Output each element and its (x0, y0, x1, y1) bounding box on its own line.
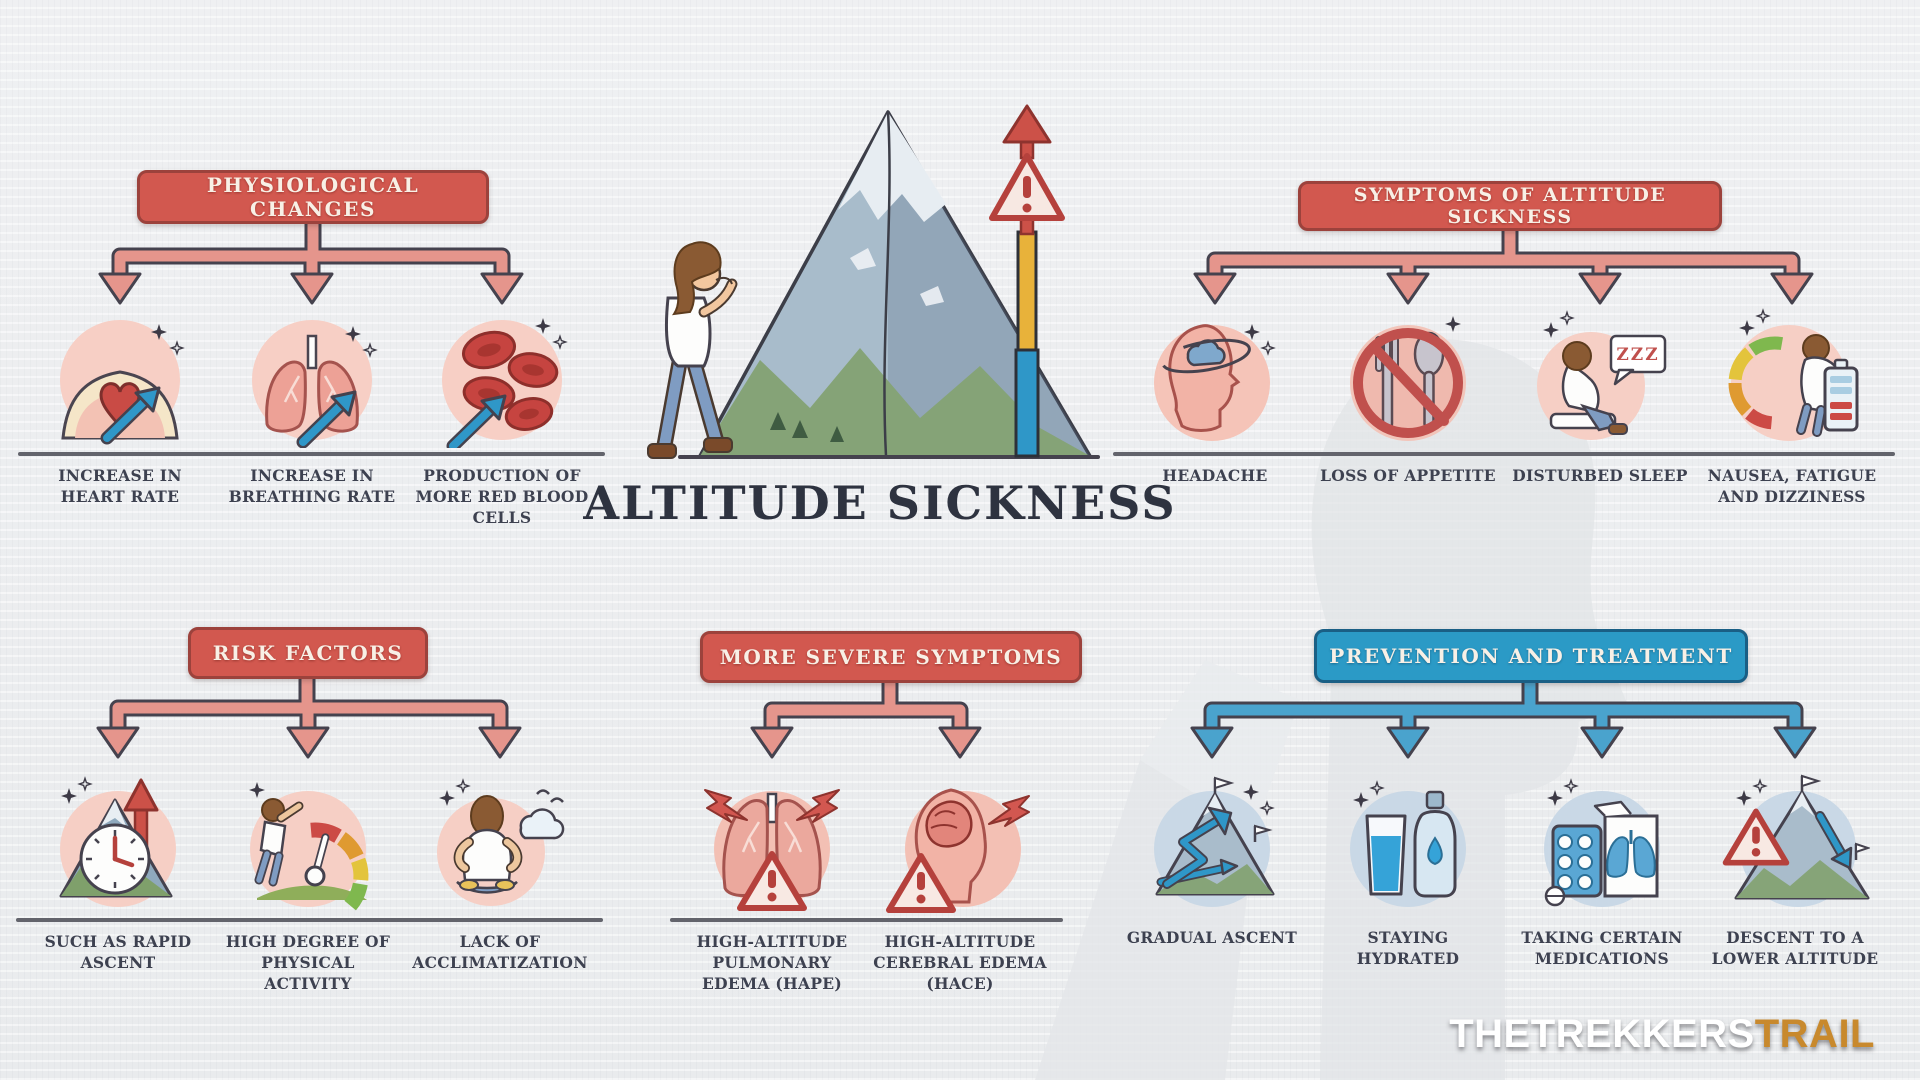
icon-baseline (1112, 452, 1318, 456)
physiological-branch-arrows (98, 215, 524, 305)
loss-of-appetite-icon (1350, 316, 1466, 441)
mountain-illustration (620, 98, 1110, 474)
item-red-blood-cells: PRODUCTION OF MORE RED BLOOD CELLS (392, 298, 612, 529)
gradual-ascent-icon (1154, 776, 1275, 907)
item-label: DESCENT TO A LOWER ALTITUDE (1711, 928, 1879, 968)
item-gradual-ascent: GRADUAL ASCENT (1102, 764, 1322, 949)
risk-factors-banner: RISK FACTORS (188, 627, 428, 679)
icon-baseline (17, 452, 223, 456)
item-label: HIGH-ALTITUDE CEREBRAL EDEMA (HACE) (873, 932, 1047, 993)
item-label: HIGH-ALTITUDE PULMONARY EDEMA (HAPE) (696, 932, 848, 993)
disturbed-sleep-icon: ZZZ (1537, 311, 1667, 440)
physiological-changes-banner-label: PHYSIOLOGICAL CHANGES (206, 173, 420, 221)
nausea-fatigue-dizziness-icon (1728, 309, 1859, 441)
item-hace: HIGH-ALTITUDE CEREBRAL EDEMA (HACE) (850, 764, 1070, 995)
physical-activity-icon (249, 782, 369, 911)
item-acclimatization: LACK OF ACCLIMATIZATION (390, 764, 610, 974)
severe-symptoms-banner-label: MORE SEVERE SYMPTOMS (719, 645, 1063, 669)
watermark-white-part: THETREKKERS (1449, 1012, 1755, 1056)
hiker (647, 241, 738, 459)
item-label: LOSS OF APPETITE (1320, 466, 1496, 485)
symptoms-banner-label: SYMPTOMS OF ALTITUDE SICKNESS (1353, 184, 1667, 228)
headache-icon (1154, 324, 1275, 441)
item-label: NAUSEA, FATIGUE AND DIZZINESS (1707, 466, 1877, 506)
item-label: LACK OF ACCLIMATIZATION (412, 932, 588, 972)
item-medications: TAKING CERTAIN MEDICATIONS (1492, 764, 1712, 970)
hape-lungs-warning-icon (704, 789, 840, 914)
heart-rate-increase-icon (60, 320, 184, 448)
breathing-rate-increase-icon (252, 320, 377, 448)
medications-icon (1544, 779, 1660, 907)
icon-baseline (397, 918, 603, 922)
item-hydration: STAYING HYDRATED (1298, 764, 1518, 970)
severe-branch-arrows (750, 672, 982, 759)
item-label: INCREASE IN HEART RATE (58, 466, 182, 506)
item-breathing-rate: INCREASE IN BREATHING RATE (202, 298, 422, 508)
item-disturbed-sleep: ZZZ DISTURBED SLEEP (1490, 298, 1710, 487)
item-physical-activity: HIGH DEGREE OF PHYSICAL ACTIVITY (198, 764, 418, 995)
icon-baseline (209, 452, 415, 456)
severe-symptoms-banner: MORE SEVERE SYMPTOMS (700, 631, 1082, 683)
hace-brain-warning-icon (885, 788, 1030, 914)
prevention-branch-arrows (1190, 672, 1817, 759)
item-rapid-ascent: SUCH AS RAPID ASCENT (8, 764, 228, 974)
item-label: HIGH DEGREE OF PHYSICAL ACTIVITY (225, 932, 391, 993)
watermark: THETREKKERSTRAIL (1449, 1012, 1875, 1057)
item-loss-of-appetite: LOSS OF APPETITE (1298, 298, 1518, 487)
item-label: STAYING HYDRATED (1356, 928, 1460, 968)
staying-hydrated-icon (1350, 781, 1466, 907)
prevention-banner-label: PREVENTION AND TREATMENT (1329, 644, 1733, 668)
item-descent: DESCENT TO A LOWER ALTITUDE (1685, 764, 1905, 970)
zzz-bubble-text: ZZZ (1616, 345, 1659, 365)
icon-baseline (1689, 452, 1895, 456)
item-label: PRODUCTION OF MORE RED BLOOD CELLS (415, 466, 589, 527)
lack-of-acclimatization-icon (437, 779, 565, 906)
item-headache: HEADACHE (1105, 298, 1325, 487)
risk-factors-banner-label: RISK FACTORS (212, 641, 404, 665)
item-nausea-fatigue: NAUSEA, FATIGUE AND DIZZINESS (1682, 298, 1902, 508)
icon-baseline (1305, 452, 1511, 456)
page-title: ALTITUDE SICKNESS (583, 476, 1177, 530)
icon-baseline (399, 452, 605, 456)
rapid-ascent-icon (59, 777, 176, 907)
warning-sign-icon (989, 153, 1065, 221)
icon-baseline (669, 918, 875, 922)
item-label: HEADACHE (1162, 466, 1268, 485)
prevention-banner: PREVENTION AND TREATMENT (1314, 629, 1748, 683)
item-label: TAKING CERTAIN MEDICATIONS (1521, 928, 1683, 968)
item-heart-rate: INCREASE IN HEART RATE (10, 298, 230, 508)
risk-branch-arrows (96, 668, 522, 759)
red-blood-cells-icon (442, 318, 567, 448)
watermark-orange-part: TRAIL (1754, 1012, 1875, 1056)
symptoms-banner: SYMPTOMS OF ALTITUDE SICKNESS (1298, 181, 1722, 231)
descent-icon (1720, 774, 1870, 907)
item-label: SUCH AS RAPID ASCENT (44, 932, 192, 972)
item-label: INCREASE IN BREATHING RATE (228, 466, 396, 506)
physiological-changes-banner: PHYSIOLOGICAL CHANGES (137, 170, 489, 224)
item-label: GRADUAL ASCENT (1126, 928, 1298, 947)
icon-baseline (1497, 452, 1703, 456)
item-hape: HIGH-ALTITUDE PULMONARY EDEMA (HAPE) (662, 764, 882, 995)
symptoms-branch-arrows (1193, 220, 1814, 305)
icon-baseline (205, 918, 411, 922)
item-label: DISTURBED SLEEP (1512, 466, 1688, 485)
icon-baseline (15, 918, 221, 922)
icon-baseline (857, 918, 1063, 922)
altitude-gauge-pole (989, 104, 1065, 458)
